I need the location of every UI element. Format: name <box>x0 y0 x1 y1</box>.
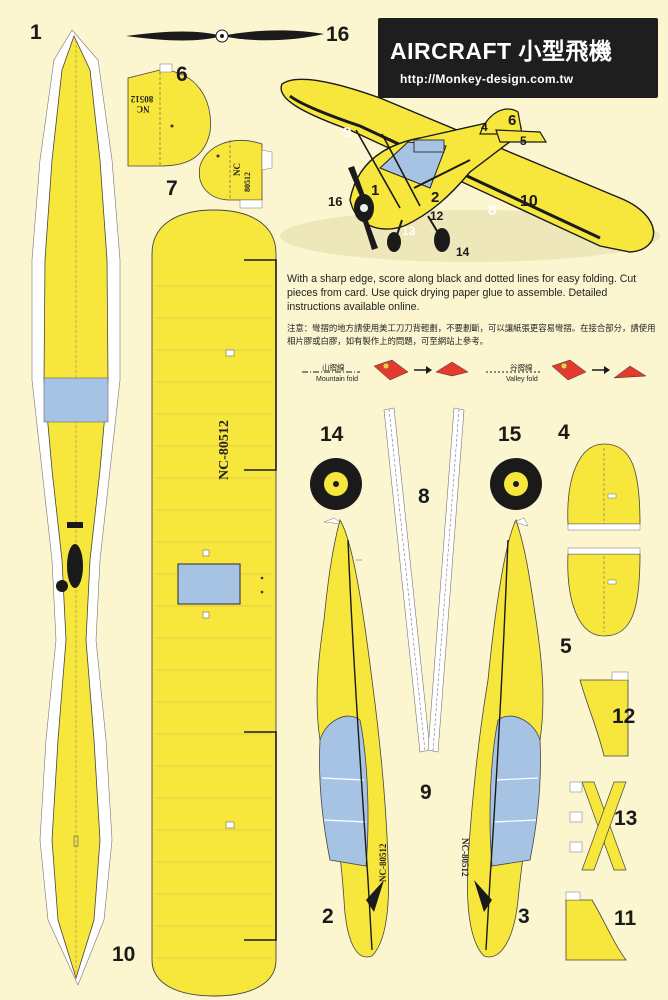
part-11-fin <box>565 891 627 961</box>
part-6-tail: NC 80512 <box>127 63 211 167</box>
part-number-6: 6 <box>176 63 188 86</box>
diagram-label-1: 1 <box>371 182 379 199</box>
part-2-fuselage-side: NC-80512 <box>316 517 390 958</box>
part-number-3: 3 <box>518 905 530 928</box>
part-10-skylight <box>177 563 241 605</box>
diagram-label-9: 9 <box>343 124 351 141</box>
svg-text:NC 80512: NC 80512 <box>130 94 153 114</box>
part-number-2: 2 <box>322 905 334 928</box>
part-number-7: 7 <box>166 177 178 200</box>
part-number-9: 9 <box>420 781 432 804</box>
diagram-label-8: 8 <box>488 202 496 219</box>
part-16-propeller <box>126 29 324 43</box>
part-number-10: 10 <box>112 943 136 966</box>
part-8-strut <box>383 407 465 753</box>
diagram-label-13: 13 <box>402 224 416 238</box>
svg-text:NC: NC <box>232 163 242 176</box>
part-3-fuselage-side: NC-80512 <box>460 517 544 958</box>
part-7-reg-line2: 80512 <box>243 172 252 192</box>
diagram-label-4: 4 <box>481 120 488 134</box>
diagram-label-6: 6 <box>508 112 516 129</box>
part-number-16: 16 <box>326 23 350 46</box>
banner-url[interactable]: http://Monkey-design.com.tw <box>400 72 574 86</box>
part-2-registration: NC-80512 <box>378 843 388 882</box>
part-5-stabilizer <box>567 547 641 637</box>
part-number-4: 4 <box>558 421 570 444</box>
part-3-registration: NC-80512 <box>460 838 470 877</box>
title-banner: AIRCRAFT 小型飛機 http://Monkey-design.com.t… <box>378 18 658 98</box>
part-number-14: 14 <box>320 423 344 446</box>
part-14-wheel <box>310 458 362 510</box>
fold-legend <box>302 359 647 381</box>
svg-text:80512: 80512 <box>243 172 252 192</box>
diagram-label-14: 14 <box>456 245 470 259</box>
part-7-tail: NC 80512 <box>198 140 273 209</box>
banner-title: AIRCRAFT 小型飛機 <box>390 38 613 64</box>
diagram-label-2: 2 <box>431 189 439 206</box>
part-number-5: 5 <box>560 635 572 658</box>
part-6-reg-line1: NC <box>137 104 150 114</box>
diagram-label-12: 12 <box>430 209 444 223</box>
assembled-aircraft-illustration <box>280 78 660 262</box>
diagram-label-16: 16 <box>328 194 342 209</box>
part-4-stabilizer <box>567 443 641 531</box>
valley-fold-label-en: Valley fold <box>506 376 538 383</box>
part-1-window <box>43 377 109 423</box>
part-13-cross-brace <box>569 781 627 871</box>
part-15-wheel <box>490 458 542 510</box>
valley-fold-label: 谷摺線 <box>510 363 533 372</box>
diagram-label-5: 5 <box>520 134 527 148</box>
part-number-1: 1 <box>30 21 42 44</box>
part-7-reg-line1: NC <box>232 163 242 176</box>
part-6-reg-line2: 80512 <box>130 94 153 104</box>
mountain-fold-label-en: Mountain fold <box>316 376 359 383</box>
mountain-fold-label: 山摺線 <box>322 363 345 372</box>
part-number-8: 8 <box>418 485 430 508</box>
part-number-15: 15 <box>498 423 522 446</box>
part-10-wing: NC-80512 <box>151 209 277 997</box>
instructions-chinese: 注意：彎摺的地方請使用美工刀刀背輕劃，不要劃斷，可以讓紙張更容易彎摺。在接合部分… <box>287 323 656 346</box>
part-number-11: 11 <box>614 907 637 930</box>
instructions-english: With a sharp edge, score along black and… <box>287 273 637 313</box>
part-number-13: 13 <box>614 807 638 830</box>
part-10-registration: NC-80512 <box>217 420 232 480</box>
diagram-label-10: 10 <box>520 193 538 210</box>
part-1-fuselage <box>31 29 121 986</box>
part-12-fin <box>579 671 629 757</box>
part-number-12: 12 <box>612 705 636 728</box>
